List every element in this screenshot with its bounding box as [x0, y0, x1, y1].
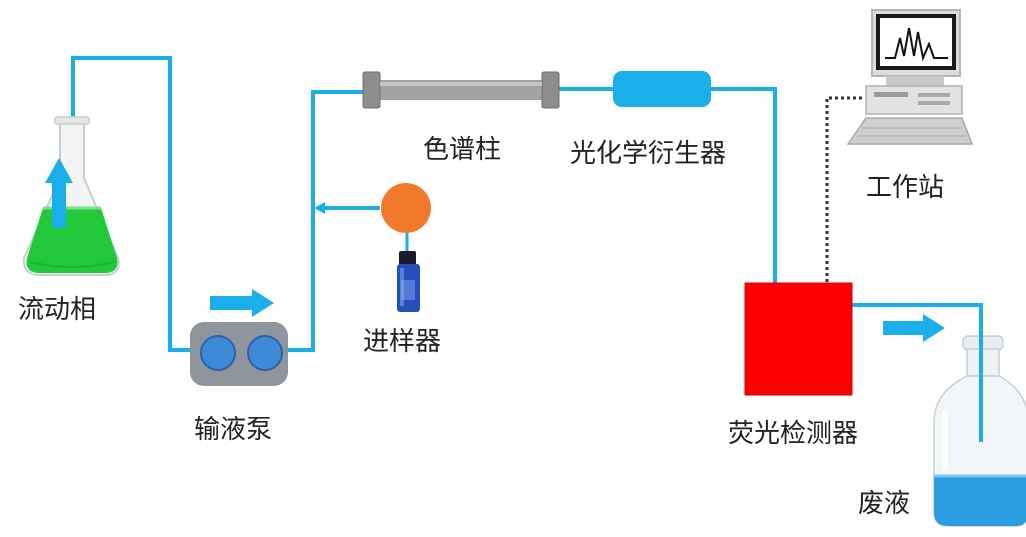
label-pump: 输液泵 [194, 415, 272, 445]
label-detector: 荧光检测器 [728, 419, 858, 449]
waste-flow-arrow [883, 314, 945, 342]
label-injector: 进样器 [363, 327, 441, 357]
injector-valve [381, 183, 431, 233]
pump-head-left [200, 335, 236, 371]
pump [190, 322, 288, 386]
tubing-pump-to-column [287, 90, 364, 352]
fluorescence-detector [744, 282, 853, 396]
sample-vial-icon [397, 251, 420, 312]
label-workstation: 工作站 [866, 173, 944, 203]
label-derivatizer: 光化学衍生器 [570, 139, 726, 169]
tubing-derivatizer-to-detector [710, 87, 777, 284]
reagent-bottle-icon [933, 335, 1026, 527]
derivatizer [613, 71, 711, 107]
label-waste: 废液 [858, 489, 910, 519]
column [362, 71, 560, 109]
injector-join-arrow [314, 202, 325, 214]
pump-head-right [247, 335, 283, 371]
flow-arrow-up [45, 158, 73, 228]
erlenmeyer-flask-icon [22, 116, 120, 276]
signal-cable [825, 96, 865, 282]
computer-icon [846, 9, 974, 145]
pump-flow-arrow [210, 289, 274, 317]
label-mobile-phase: 流动相 [18, 295, 96, 325]
label-column: 色谱柱 [423, 135, 501, 165]
